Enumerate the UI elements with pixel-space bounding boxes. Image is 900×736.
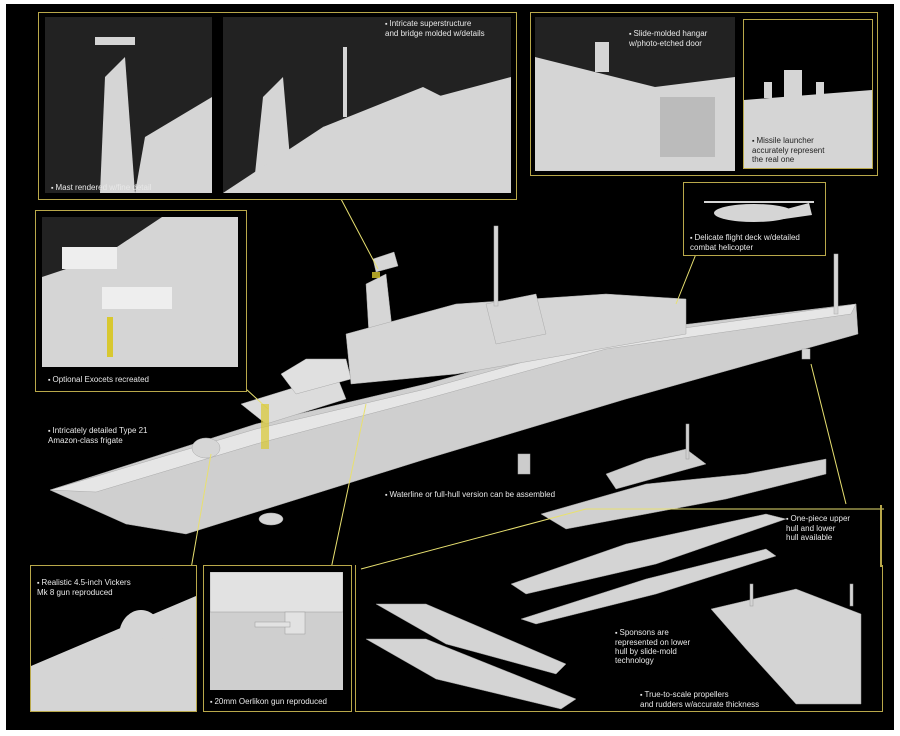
caption-hangar: Slide-molded hangar w/photo-etched door (629, 29, 707, 48)
caption-frigate: Intricately detailed Type 21 Amazon-clas… (48, 426, 148, 445)
caption-waterline: Waterline or full-hull version can be as… (385, 490, 555, 500)
helicopter-panel: Delicate flight deck w/detailed combat h… (683, 182, 826, 256)
caption-oerlikon: 20mm Oerlikon gun reproduced (210, 697, 327, 707)
caption-hull: One-piece upper hull and lower hull avai… (786, 514, 850, 542)
hangar-panel: Missile launcher accurately represent th… (530, 12, 878, 176)
mast-detail-image (45, 17, 212, 193)
exocet-detail-image (42, 217, 238, 367)
vickers-gun-panel: Realistic 4.5-inch Vickers Mk 8 gun repr… (30, 565, 197, 712)
main-ship-render (49, 198, 884, 710)
mast-superstructure-panel: Mast rendered w/fine detail Intricate su… (38, 12, 517, 200)
caption-vickers: Realistic 4.5-inch Vickers Mk 8 gun repr… (37, 578, 131, 597)
oerlikon-gun-panel: 20mm Oerlikon gun reproduced (203, 565, 352, 712)
caption-missile: Missile launcher accurately represent th… (752, 136, 824, 164)
hull-panel-right-edge (880, 505, 882, 567)
caption-helicopter: Delicate flight deck w/detailed combat h… (690, 233, 800, 252)
exocet-panel: Optional Exocets recreated (35, 210, 247, 392)
missile-launcher-inset: Missile launcher accurately represent th… (743, 19, 873, 169)
superstructure-detail-image (223, 17, 511, 193)
caption-superstructure: Intricate superstructure and bridge mold… (385, 19, 485, 38)
caption-exocets: Optional Exocets recreated (48, 375, 149, 385)
product-feature-sheet: Mast rendered w/fine detail Intricate su… (6, 4, 894, 730)
caption-propellers: True-to-scale propellers and rudders w/a… (640, 690, 759, 709)
oerlikon-detail-image (210, 572, 343, 690)
hull-panel (355, 565, 883, 712)
caption-sponsons: Sponsons are represented on lower hull b… (615, 628, 690, 665)
caption-mast: Mast rendered w/fine detail (51, 183, 151, 193)
